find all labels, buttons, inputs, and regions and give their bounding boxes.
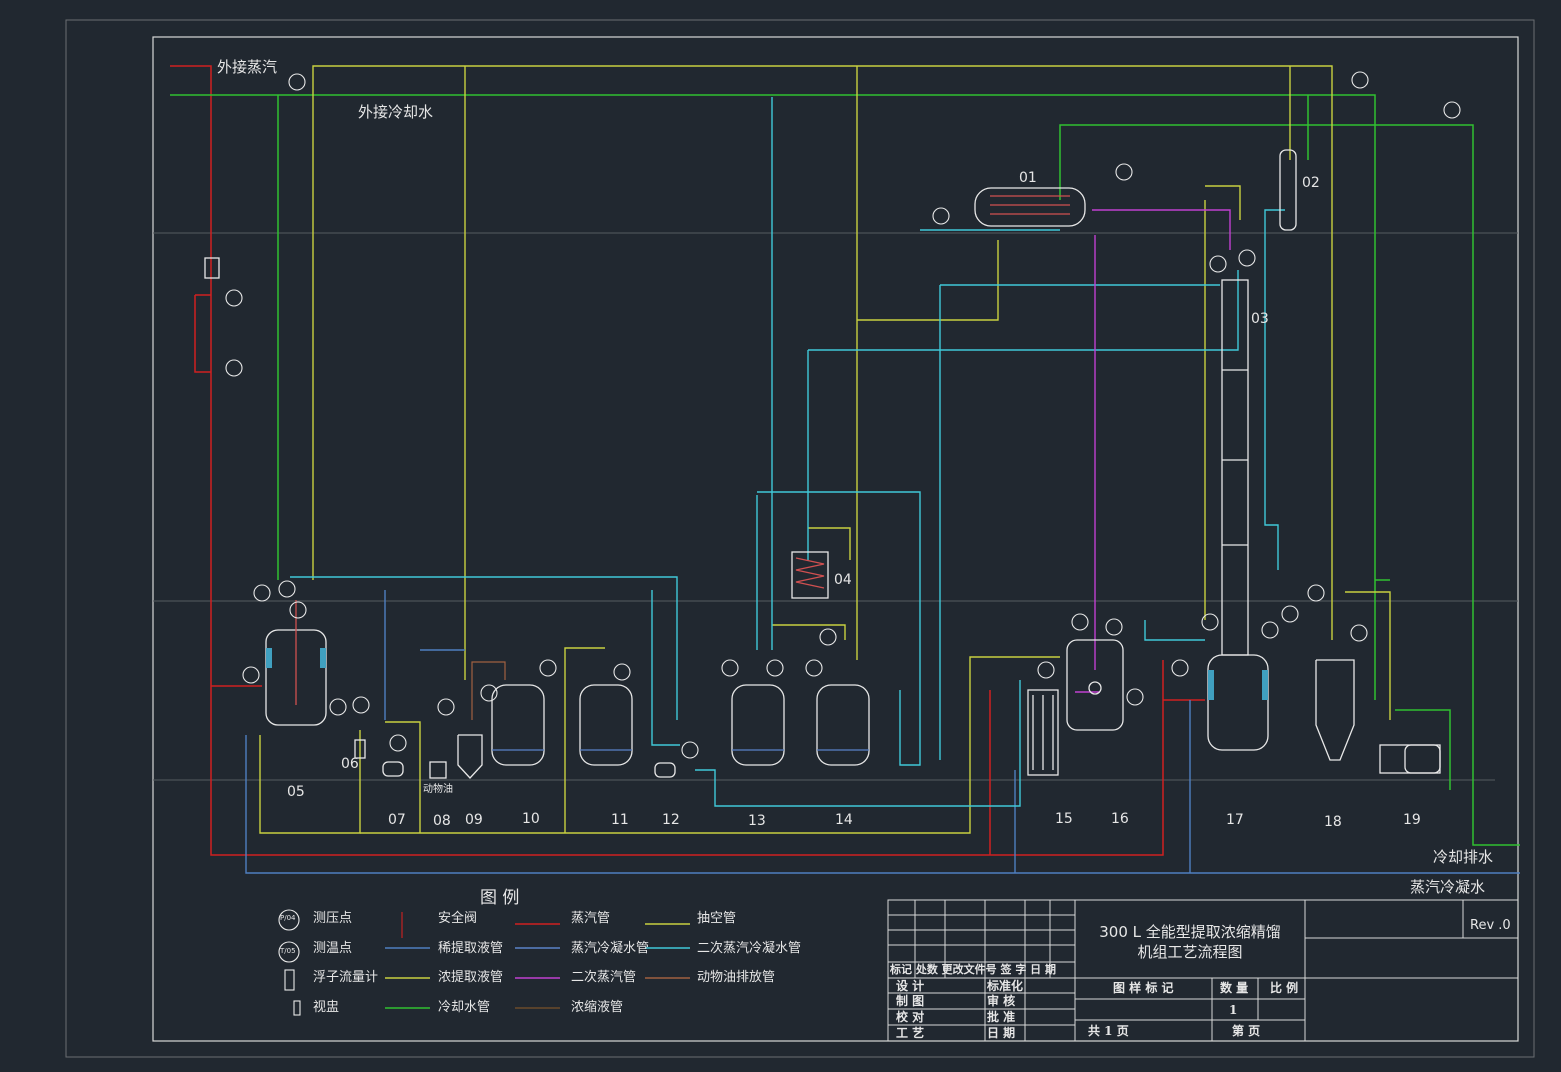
equipment-07-label: 07 xyxy=(388,812,406,828)
legend-symbol-tag: T/05 xyxy=(280,947,296,955)
scale-head: 比 例 xyxy=(1270,981,1299,995)
legend-symbols xyxy=(278,909,403,1016)
legend-line-label: 冷却水管 xyxy=(438,1000,491,1015)
steam-lines xyxy=(170,65,1205,856)
equipment-05-label: 05 xyxy=(287,784,305,800)
legend-line-label: 蒸汽管 xyxy=(571,911,611,926)
equipment-18-label: 18 xyxy=(1324,814,1342,830)
sign-row-approve: 批 准 xyxy=(987,1010,1016,1024)
cooling-outlet-label: 冷却排水 xyxy=(1433,848,1494,866)
sign-row-process: 工 艺 xyxy=(896,1026,925,1040)
secondary-steam-lines xyxy=(1075,209,1231,693)
equipment-17-label: 17 xyxy=(1226,812,1244,828)
legend-lines xyxy=(385,923,690,1009)
equipment-10-label: 10 xyxy=(522,811,540,827)
condensate-outlet-label: 蒸汽冷凝水 xyxy=(1410,878,1486,896)
legend-pressure-point: 测压点 xyxy=(313,911,353,926)
legend-safety-valve: 安全阀 xyxy=(438,911,478,926)
legend-sight-glass: 视盅 xyxy=(313,1000,340,1015)
drawing-title-line1: 300 L 全能型提取浓缩精馏 xyxy=(1099,923,1281,941)
steam-inlet-label: 外接蒸汽 xyxy=(217,58,278,76)
revision-label: Rev .0 xyxy=(1470,918,1511,933)
equipment-14-label: 14 xyxy=(835,812,853,828)
equipment xyxy=(204,149,1441,779)
revision-header: 标记 处数 更改文件号 签 字 日 期 xyxy=(890,963,1056,976)
sign-row-review: 审 核 xyxy=(987,994,1016,1008)
quantity-value: 1 xyxy=(1229,1003,1238,1017)
legend-flowmeter: 浮子流量计 xyxy=(313,970,379,985)
legend-title: 图 例 xyxy=(480,888,520,908)
equipment-01-label: 01 xyxy=(1019,170,1037,186)
secondary-condensate-lines xyxy=(290,97,1285,807)
sign-row-date: 日 期 xyxy=(987,1026,1016,1040)
equipment-12-label: 12 xyxy=(662,812,680,828)
equipment-06-label: 06 xyxy=(341,756,359,772)
equipment-04-label: 04 xyxy=(834,572,852,588)
sign-row-design: 设 计 xyxy=(896,979,925,993)
legend-line-label: 二次蒸汽管 xyxy=(571,970,637,985)
equipment-13-label: 13 xyxy=(748,813,766,829)
legend-line-label: 抽空管 xyxy=(697,911,737,926)
drawing-title: 300 L 全能型提取浓缩精馏 机组工艺流程图 xyxy=(1075,922,1305,962)
legend-line-label: 浓提取液管 xyxy=(438,970,504,985)
sign-row-standard: 标准化 xyxy=(987,979,1024,993)
legend-temperature-point: 测温点 xyxy=(313,941,353,956)
equipment-08-label: 08 xyxy=(433,813,451,829)
legend-line-label: 稀提取液管 xyxy=(438,941,504,956)
total-pages: 共 1 页 xyxy=(1088,1024,1129,1038)
equipment-02-label: 02 xyxy=(1302,175,1320,191)
drawing-title-line2: 机组工艺流程图 xyxy=(1137,943,1243,961)
legend-line-label: 蒸汽冷凝水管 xyxy=(571,941,650,956)
cooling-inlet-label: 外接冷却水 xyxy=(358,103,434,121)
legend-symbol-tag: P/04 xyxy=(280,914,296,922)
legend-line-label: 二次蒸汽冷凝水管 xyxy=(697,941,802,956)
legend-line-label: 浓缩液管 xyxy=(571,1000,624,1015)
equipment-16-label: 16 xyxy=(1111,811,1129,827)
animal-oil-label: 动物油 xyxy=(423,784,453,795)
equipment-03-label: 03 xyxy=(1251,311,1269,327)
page-number: 第 页 xyxy=(1232,1024,1261,1038)
equipment-19-label: 19 xyxy=(1403,812,1421,828)
vacuum-lines xyxy=(259,65,1391,834)
equipment-11-label: 11 xyxy=(611,812,629,828)
title-block xyxy=(887,899,1519,1042)
dilute-extract-lines xyxy=(245,590,1520,874)
cooling-water-lines xyxy=(170,94,1520,846)
gauges xyxy=(225,71,1461,759)
animal-oil-lines xyxy=(471,661,506,720)
sign-row-draw: 制 图 xyxy=(896,994,925,1008)
equipment-15-label: 15 xyxy=(1055,811,1073,827)
drawing-mark-head: 图 样 标 记 xyxy=(1113,981,1174,995)
quantity-head: 数 量 xyxy=(1220,981,1249,995)
sign-row-check: 校 对 xyxy=(896,1010,925,1024)
equipment-09-label: 09 xyxy=(465,812,483,828)
legend-line-label: 动物油排放管 xyxy=(697,970,776,985)
